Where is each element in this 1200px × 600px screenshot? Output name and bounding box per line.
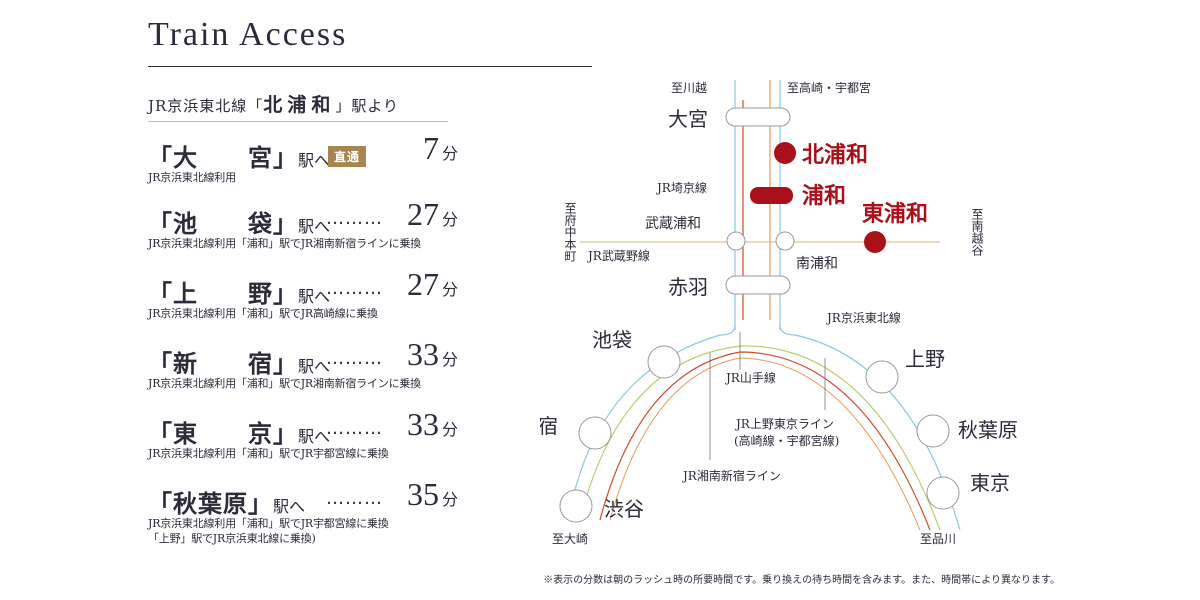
route-note: JR京浜東北線利用「浦和」駅でJR湘南新宿ラインに乗換 [148,377,421,390]
route-station: 「新 宿」駅へ [148,349,331,378]
keihin-label: JR京浜東北線 [825,310,901,325]
ueno-tokyo-sub-label: (高崎線・宇都宮線) [734,433,839,448]
yamanote-label: JR山手線 [724,370,776,385]
higashiurawa-label: 東浦和 [862,201,928,227]
route-note: JR京浜東北線利用「浦和」駅でJR高崎線に乗換 [148,307,378,320]
kitaurawa-label: 北浦和 [802,142,868,168]
akihabara-label: 秋葉原 [958,418,1018,442]
saikyo-label: JR埼京線 [655,180,707,195]
route-station: 「秋葉原」駅へ [148,489,306,518]
origin-heading: JR京浜東北線「北浦和」駅より [148,90,399,117]
ueno-label: 上野 [905,347,945,371]
musashiurawa-label: 武蔵浦和 [645,216,701,232]
title-divider [148,66,592,67]
musashiurawa-marker [726,231,746,251]
route-note: JR京浜東北線利用 [148,171,236,184]
route-leader: ……… [326,418,383,439]
tokyo-marker [926,476,960,510]
dir-kawagoe-label: 至川越 [671,81,707,95]
keihin-loop-left [569,324,736,511]
urawa-label: 浦和 [802,183,846,209]
route-map: 至川越 至高崎・宇都宮 大宮 北浦和 浦和 東浦和 JR埼京線 武蔵浦和 南浦和… [540,80,1018,546]
shibuya-marker [559,489,593,523]
kitaurawa-marker [774,142,796,164]
origin-divider [148,121,448,122]
origin-pre: JR京浜東北線「 [148,97,264,115]
dir-osaki-label: 至大崎 [552,532,588,546]
direct-badge: 直通 [328,146,367,167]
route-leader: ……… [326,488,383,509]
route-leader: ……… [326,348,383,369]
route-station: 「大 宮」駅へ [148,143,331,172]
higashiurawa-marker [864,231,886,253]
shinjuku-marker [578,416,612,450]
ueno-tokyo-label: JR上野東京ライン [734,417,834,431]
route-station: 「東 京」駅へ [148,419,331,448]
route-station: 「池 袋」駅へ [148,209,331,238]
route-leader: ……… [326,208,383,229]
route-leader: ……… [326,278,383,299]
ikebukuro-label: 池袋 [592,328,632,352]
ueno-marker [865,360,899,394]
origin-post: 」駅より [335,97,400,115]
keihin-loop-right [779,324,961,531]
shonan-label: JR湘南新宿ライン [681,468,781,483]
shibuya-label: 渋谷 [604,497,644,521]
minamiurawa-label: 南浦和 [796,256,838,272]
shinjuku-label: 新宿 [540,414,558,438]
dir-fuchu-label: 至府中本町 [563,202,577,262]
ikebukuro-marker [647,345,681,379]
route-note: JR京浜東北線利用「浦和」駅でJR宇都宮線に乗換 [148,447,389,460]
dir-minamikoshigaya-label: 至南越谷 [970,208,984,257]
omiya-label: 大宮 [668,107,708,131]
route-note-2: 「上野」駅でJR京浜東北線に乗換) [148,532,316,545]
route-note: JR京浜東北線利用「浦和」駅でJR湘南新宿ラインに乗換 [148,237,421,250]
route-station: 「上 野」駅へ [148,279,331,308]
musashino-label: JR武蔵野線 [586,248,650,263]
dir-takasaki-label: 至高崎・宇都宮 [787,80,871,95]
tokyo-label: 東京 [970,471,1010,495]
dir-shinagawa-label: 至品川 [920,532,956,546]
akabane-marker [725,275,791,295]
origin-station: 北浦和 [263,94,336,116]
minamiurawa-marker [775,231,795,251]
akihabara-marker [916,414,950,448]
route-note: JR京浜東北線利用「浦和」駅でJR宇都宮線に乗換 [148,517,389,530]
omiya-marker [725,107,791,127]
footnote: ※表示の分数は朝のラッシュ時の所要時間です。乗り換えの待ち時間を含みます。また、… [543,575,1060,586]
page-title: Train Access [148,16,348,53]
urawa-marker [750,187,793,204]
akabane-label: 赤羽 [668,275,708,299]
